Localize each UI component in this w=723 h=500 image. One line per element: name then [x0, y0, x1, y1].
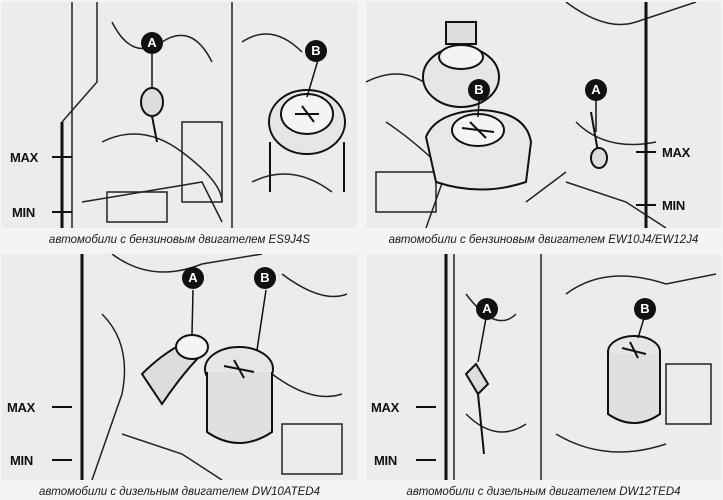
- callout-b: B: [305, 40, 327, 62]
- min-mark-label: MIN: [12, 205, 35, 220]
- panel-caption: автомобили с дизельным двигателем DW12TE…: [406, 486, 681, 498]
- panel-dw10ated4: MAX MIN A B: [2, 254, 357, 480]
- callout-a: A: [476, 298, 498, 320]
- callout-a: A: [182, 267, 204, 289]
- callout-b: B: [634, 298, 656, 320]
- engine-bay-illustration: [2, 254, 357, 480]
- panel-ew10j4-ew12j4: MAX MIN A B: [366, 2, 721, 228]
- panel-caption: автомобили с бензиновым двигателем ES9J4…: [48, 234, 311, 246]
- callout-b: B: [468, 79, 490, 101]
- max-mark-label: MAX: [662, 145, 690, 160]
- callout-a: A: [585, 79, 607, 101]
- panel-caption: автомобили с дизельным двигателем DW10AT…: [39, 486, 320, 498]
- panel-dw12ted4: MAX MIN A B: [366, 254, 721, 480]
- max-mark-label: MAX: [371, 400, 399, 415]
- max-mark-label: MAX: [10, 150, 38, 165]
- callout-a: A: [141, 32, 163, 54]
- min-mark-label: MIN: [374, 453, 397, 468]
- min-mark-label: MIN: [662, 198, 685, 213]
- panel-es9j4s: MAX MIN A B: [2, 2, 357, 228]
- engine-bay-illustration: [366, 2, 721, 228]
- panel-caption: автомобили с бензиновым двигателем EW10J…: [388, 234, 699, 246]
- engine-bay-illustration: [366, 254, 721, 480]
- engine-bay-illustration: [2, 2, 357, 228]
- callout-b: B: [254, 267, 276, 289]
- min-mark-label: MIN: [10, 453, 33, 468]
- max-mark-label: MAX: [7, 400, 35, 415]
